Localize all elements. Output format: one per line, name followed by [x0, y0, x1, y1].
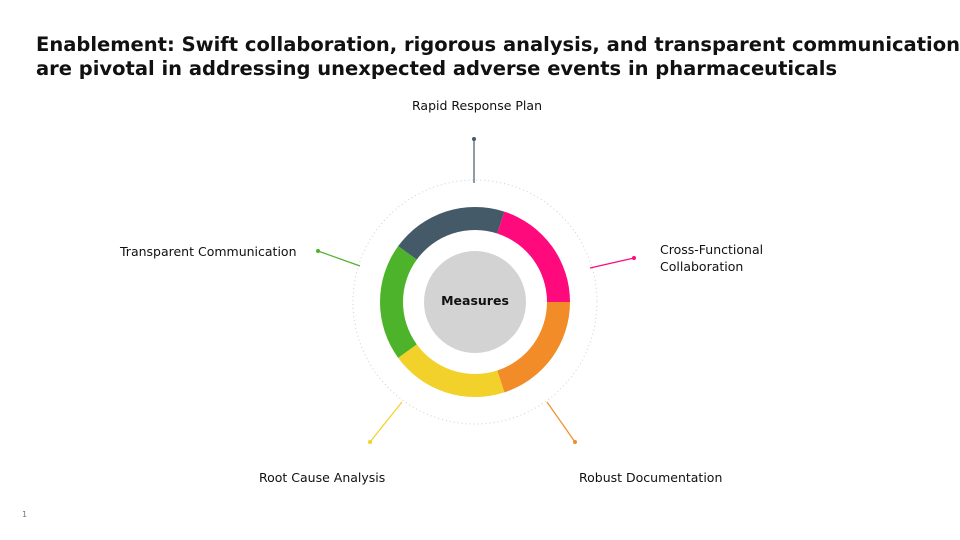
- segment-label-line: Root Cause Analysis: [259, 470, 386, 485]
- connector-dot-root-cause-analysis: [368, 440, 372, 444]
- segment-label-line: Rapid Response Plan: [412, 98, 542, 113]
- segment-label-rapid-response-plan: Rapid Response Plan: [412, 97, 542, 114]
- connector-dot-rapid-response-plan: [472, 137, 476, 141]
- slide-title-line-1: Enablement: Swift collaboration, rigorou…: [36, 33, 960, 56]
- connector-dot-transparent-communication: [316, 249, 320, 253]
- donut-segment-root-cause-analysis: [398, 344, 505, 397]
- segment-label-line: Robust Documentation: [579, 470, 723, 485]
- donut-segment-transparent-communication: [379, 246, 417, 358]
- center-label: Measures: [441, 293, 509, 308]
- connector-dot-cross-functional-collaboration: [632, 256, 636, 260]
- connector-line-transparent-communication: [317, 250, 361, 267]
- connector-line-root-cause-analysis: [369, 401, 403, 443]
- segment-label-line: Cross-Functional: [660, 242, 764, 257]
- donut-segments: [379, 207, 570, 397]
- donut-segment-rapid-response-plan: [398, 207, 505, 260]
- segment-label-robust-documentation: Robust Documentation: [579, 469, 722, 486]
- segment-label-line: Transparent Communication: [120, 244, 297, 259]
- donut-segment-cross-functional-collaboration: [497, 211, 570, 302]
- slide-title-line-2: are pivotal in addressing unexpected adv…: [36, 57, 838, 80]
- page-number: 1: [22, 510, 28, 519]
- donut-segment-robust-documentation: [497, 302, 570, 393]
- segment-connectors: [316, 137, 636, 444]
- segment-label-cross-functional-collaboration: Cross-Functional Collaboration: [660, 241, 763, 275]
- segment-label-transparent-communication: Transparent Communication: [120, 243, 297, 260]
- center-circle: [424, 251, 526, 353]
- segment-label-line: Collaboration: [660, 259, 744, 274]
- connector-line-cross-functional-collaboration: [589, 257, 635, 269]
- slide-title: Enablement: Swift collaboration, rigorou…: [36, 33, 960, 81]
- outer-dotted-ring: [352, 179, 598, 425]
- connector-line-robust-documentation: [546, 401, 576, 443]
- connector-dot-robust-documentation: [573, 440, 577, 444]
- segment-label-root-cause-analysis: Root Cause Analysis: [259, 469, 385, 486]
